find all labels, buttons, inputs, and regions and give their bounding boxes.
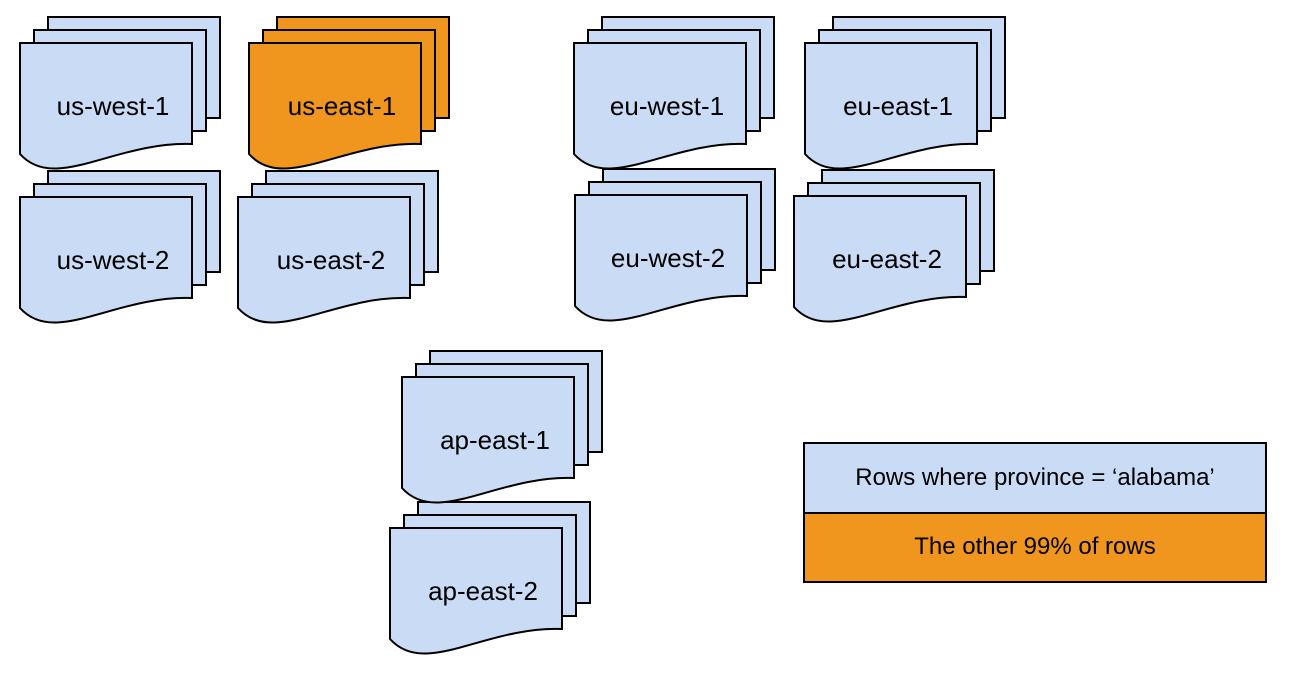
legend-item-other-label: The other 99% of rows bbox=[914, 533, 1156, 561]
document-page-front bbox=[19, 196, 193, 324]
document-stack-graphic bbox=[389, 501, 591, 655]
region-stack-eu-east-1: eu-east-1 bbox=[804, 16, 1006, 171]
document-stack-graphic bbox=[573, 16, 775, 170]
region-stack-ap-east-1: ap-east-1 bbox=[401, 350, 603, 505]
region-stack-ap-east-2: ap-east-2 bbox=[389, 501, 591, 656]
document-page-front bbox=[237, 196, 411, 324]
region-stack-eu-east-2: eu-east-2 bbox=[793, 169, 995, 324]
document-stack-graphic bbox=[237, 170, 439, 324]
document-stack-graphic bbox=[804, 16, 1006, 170]
document-page-front bbox=[401, 376, 575, 504]
region-stack-us-west-1: us-west-1 bbox=[19, 16, 221, 171]
region-stack-us-east-2: us-east-2 bbox=[237, 170, 439, 325]
document-page-front bbox=[793, 195, 967, 323]
region-stack-eu-west-1: eu-west-1 bbox=[573, 16, 775, 171]
document-page-front bbox=[19, 42, 193, 170]
legend-item-other-rows: The other 99% of rows bbox=[805, 513, 1265, 581]
document-stack-graphic bbox=[19, 16, 221, 170]
document-page-front bbox=[248, 42, 422, 170]
region-stack-eu-west-2: eu-west-2 bbox=[574, 168, 776, 323]
document-stack-graphic bbox=[574, 168, 776, 322]
document-page-front bbox=[574, 194, 748, 322]
region-stack-us-west-2: us-west-2 bbox=[19, 170, 221, 325]
legend: Rows where province = ‘alabama’ The othe… bbox=[803, 442, 1267, 583]
region-stack-us-east-1: us-east-1 bbox=[248, 16, 450, 171]
document-stack-graphic bbox=[401, 350, 603, 504]
document-page-front bbox=[389, 527, 563, 655]
legend-item-alabama-rows: Rows where province = ‘alabama’ bbox=[805, 444, 1265, 514]
document-stack-graphic bbox=[793, 169, 995, 323]
document-page-front bbox=[573, 42, 747, 170]
document-page-front bbox=[804, 42, 978, 170]
document-stack-graphic bbox=[248, 16, 450, 170]
document-stack-graphic bbox=[19, 170, 221, 324]
legend-item-alabama-label: Rows where province = ‘alabama’ bbox=[855, 463, 1215, 491]
